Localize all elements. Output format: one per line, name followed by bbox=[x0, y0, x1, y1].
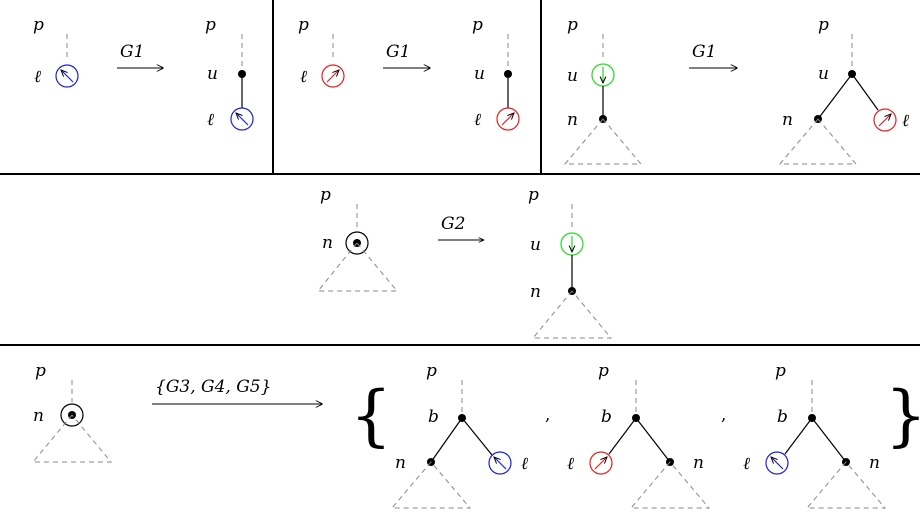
label-p: p bbox=[33, 15, 44, 35]
label-n: n bbox=[567, 110, 578, 130]
subtree-triangle bbox=[778, 118, 858, 165]
tree-edge-left bbox=[784, 417, 813, 455]
separator-comma: , bbox=[545, 405, 550, 425]
label-b: b bbox=[428, 407, 439, 427]
down-arrow-icon bbox=[591, 63, 615, 87]
tree-edge-right bbox=[461, 417, 493, 456]
subtree-triangle bbox=[629, 461, 711, 509]
rule-label-g1: G1 bbox=[120, 42, 144, 62]
subtree-triangle bbox=[531, 290, 613, 339]
label-b: b bbox=[601, 407, 612, 427]
subtree-triangle bbox=[805, 461, 887, 509]
label-ell: ℓ bbox=[743, 454, 750, 474]
label-u: u bbox=[567, 66, 578, 86]
label-ell: ℓ bbox=[521, 454, 528, 474]
rule-label-g1: G1 bbox=[386, 42, 410, 62]
down-arrow-icon bbox=[560, 232, 584, 256]
left-brace: { bbox=[350, 377, 392, 454]
tree-edge-left bbox=[430, 417, 463, 463]
label-u: u bbox=[530, 235, 541, 255]
label-ell: ℓ bbox=[567, 454, 574, 474]
up-right-arrow-icon bbox=[496, 107, 520, 131]
up-left-arrow-icon bbox=[55, 64, 79, 88]
label-p: p bbox=[205, 15, 216, 35]
label-ell: ℓ bbox=[34, 67, 41, 87]
rule-label-g2: G2 bbox=[441, 214, 465, 234]
label-n: n bbox=[782, 110, 793, 130]
label-p: p bbox=[320, 185, 331, 205]
up-right-arrow-icon bbox=[321, 64, 345, 88]
label-n: n bbox=[869, 453, 880, 473]
tree-edge-right bbox=[811, 417, 847, 463]
up-right-arrow-icon bbox=[589, 451, 613, 475]
rule-label-g345: {G3, G4, G5} bbox=[155, 377, 271, 397]
panel-g2: p n G2 p u n bbox=[316, 185, 613, 339]
label-b: b bbox=[777, 407, 788, 427]
tree-edge-right bbox=[635, 417, 671, 463]
label-ell: ℓ bbox=[207, 110, 214, 130]
tree-edge-left bbox=[817, 73, 853, 120]
up-right-arrow-icon bbox=[873, 108, 897, 132]
label-p: p bbox=[298, 15, 309, 35]
subtree-triangle bbox=[316, 242, 399, 292]
label-n: n bbox=[33, 406, 44, 426]
label-u: u bbox=[474, 64, 485, 84]
label-p: p bbox=[775, 361, 786, 381]
up-left-arrow-icon bbox=[765, 451, 789, 475]
up-left-arrow-icon bbox=[488, 451, 512, 475]
option-g3: p b n ℓ bbox=[390, 361, 528, 509]
right-brace: } bbox=[885, 377, 920, 454]
option-g4: p b ℓ n bbox=[567, 361, 711, 509]
separator-comma: , bbox=[721, 405, 726, 425]
rule-label-g1: G1 bbox=[692, 42, 716, 62]
subtree-triangle bbox=[390, 461, 472, 509]
subtree-triangle bbox=[563, 118, 643, 165]
label-p: p bbox=[598, 361, 609, 381]
label-ell: ℓ bbox=[300, 67, 307, 87]
panel-g1-red: p ℓ G1 p u ℓ bbox=[298, 15, 520, 131]
label-n: n bbox=[322, 233, 333, 253]
label-p: p bbox=[426, 361, 437, 381]
tree-edge-left bbox=[608, 417, 637, 455]
panel-g1-green: p u n G1 p u n ℓ bbox=[563, 15, 909, 165]
label-ell: ℓ bbox=[902, 111, 909, 131]
label-n: n bbox=[693, 453, 704, 473]
label-n: n bbox=[530, 282, 541, 302]
label-n: n bbox=[395, 453, 406, 473]
subtree-triangle bbox=[31, 414, 113, 463]
option-g5: p b ℓ n bbox=[743, 361, 887, 509]
tree-edge-right bbox=[851, 73, 879, 111]
label-p: p bbox=[818, 15, 829, 35]
panel-g1-blue: p ℓ G1 p u ℓ bbox=[33, 15, 254, 131]
up-left-arrow-icon bbox=[230, 107, 254, 131]
label-p: p bbox=[528, 185, 539, 205]
panel-g345: p n {G3, G4, G5} { p b n ℓ , bbox=[31, 361, 920, 509]
label-u: u bbox=[207, 64, 218, 84]
label-p: p bbox=[472, 15, 483, 35]
label-p: p bbox=[567, 15, 578, 35]
label-p: p bbox=[35, 361, 46, 381]
label-ell: ℓ bbox=[474, 110, 481, 130]
label-u: u bbox=[818, 64, 829, 84]
